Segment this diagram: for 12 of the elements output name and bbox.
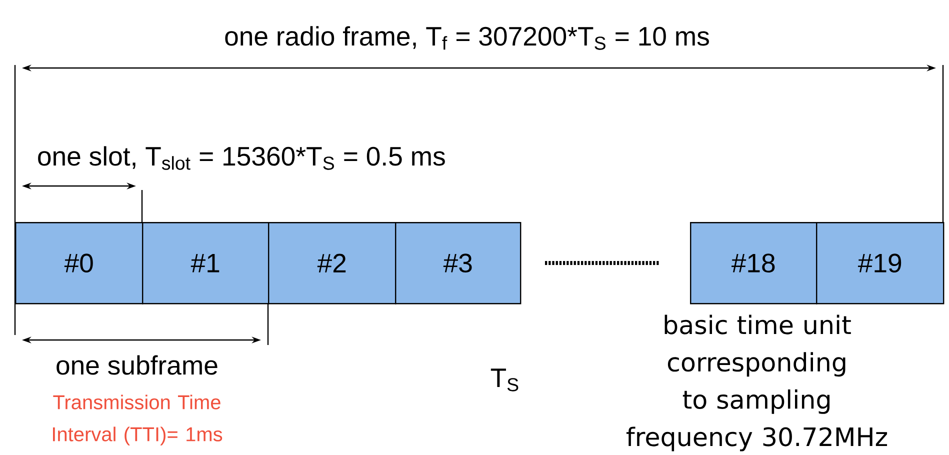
dimension-label: one slot, T$_{slot}$ = 15360*T$_{S}$ = 0.5 ms [38,146,445,170]
slot-box: #1 [142,222,270,304]
slot-box: #18 [690,222,818,304]
note-text: Transmission Time Interval (TTI)= 1ms [53,394,222,446]
dimension-label: one radio frame, T$_{f}$ = 307200*T$_{S}$ = 10 ms [225,26,709,50]
slot-box: #0 [15,222,144,304]
slot-box: #3 [395,222,522,304]
note-text: basic time unit corresponding to sampling frequency 30.72MHz [626,314,888,452]
slot-box: #19 [816,222,944,304]
dimension-label: one subframe [56,355,218,375]
slot-box: #2 [268,222,396,304]
symbol-label: T$_{S}$ [490,368,518,392]
